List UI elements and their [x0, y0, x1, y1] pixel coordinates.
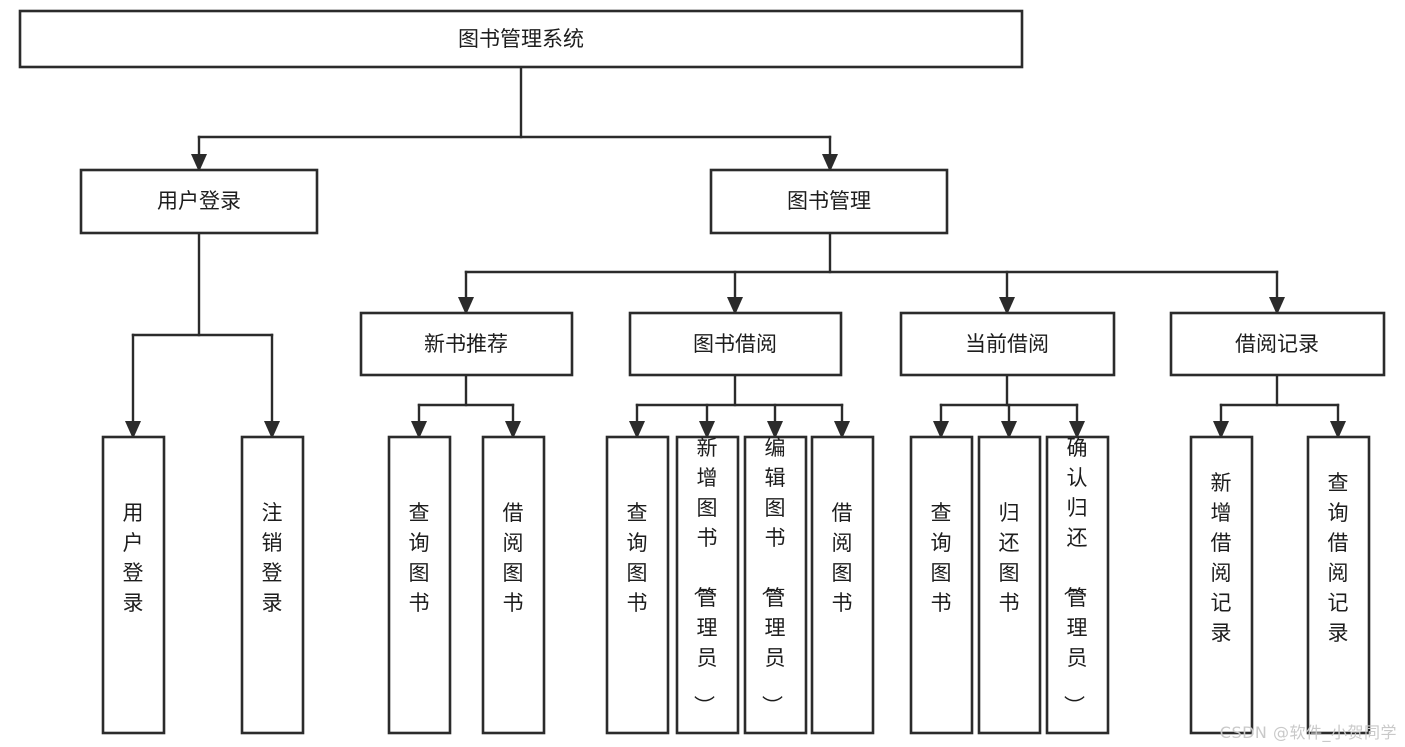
node-leaf-query-borrow-record[interactable]: 查询借阅记录 — [1306, 435, 1371, 735]
node-box — [359, 311, 574, 377]
node-label: 新增借阅记录 — [1211, 471, 1232, 645]
node-label: 编辑图书（管理员） — [760, 436, 786, 716]
node-label: 新书推荐 — [424, 332, 508, 356]
node-box — [387, 435, 452, 735]
node-box — [605, 435, 670, 735]
node-leaf-add-book-admin[interactable]: 新增图书（管理员） — [675, 435, 740, 735]
node-leaf-query-book-2[interactable]: 查询图书 — [605, 435, 670, 735]
node-box — [1045, 435, 1110, 735]
node-label: 当前借阅 — [965, 332, 1049, 356]
node-box — [101, 435, 166, 735]
node-label: 借阅图书 — [503, 501, 524, 615]
node-book-management[interactable]: 图书管理 — [709, 168, 949, 235]
node-leaf-query-book-1[interactable]: 查询图书 — [387, 435, 452, 735]
node-user-login[interactable]: 用户登录 — [79, 168, 319, 235]
node-new-book-recommend[interactable]: 新书推荐 — [359, 311, 574, 377]
node-box — [709, 168, 949, 235]
connector-layer — [125, 65, 1346, 439]
node-box — [1189, 435, 1254, 735]
node-label: 注销登录 — [262, 501, 283, 615]
node-box — [899, 311, 1116, 377]
node-label: 用户登录 — [123, 501, 144, 615]
node-root-book-management-system[interactable]: 图书管理系统 — [18, 9, 1024, 69]
node-box — [1169, 311, 1386, 377]
node-label: 图书借阅 — [693, 332, 777, 356]
node-leaf-user-login[interactable]: 用户登录 — [101, 435, 166, 735]
node-label: 图书管理系统 — [458, 27, 584, 51]
node-book-borrow[interactable]: 图书借阅 — [628, 311, 843, 377]
node-box — [743, 435, 808, 735]
node-label: 归还图书 — [999, 501, 1020, 615]
node-label: 查询图书 — [627, 501, 648, 615]
node-box — [810, 435, 875, 735]
node-box — [79, 168, 319, 235]
node-label: 查询图书 — [409, 501, 430, 615]
node-leaf-logout[interactable]: 注销登录 — [240, 435, 305, 735]
node-box — [909, 435, 974, 735]
node-label: 确认归还（管理员） — [1062, 436, 1088, 716]
node-box — [481, 435, 546, 735]
node-label: 借阅记录 — [1235, 332, 1319, 356]
node-leaf-query-book-3[interactable]: 查询图书 — [909, 435, 974, 735]
node-label: 新增图书（管理员） — [692, 436, 718, 716]
node-label: 借阅图书 — [832, 501, 853, 615]
node-leaf-edit-book-admin[interactable]: 编辑图书（管理员） — [743, 435, 808, 735]
node-label: 用户登录 — [157, 189, 241, 213]
node-current-borrow[interactable]: 当前借阅 — [899, 311, 1116, 377]
node-box — [675, 435, 740, 735]
node-leaf-borrow-book-2[interactable]: 借阅图书 — [810, 435, 875, 735]
node-label: 查询图书 — [931, 501, 952, 615]
node-leaf-confirm-return-admin[interactable]: 确认归还（管理员） — [1045, 435, 1110, 735]
node-leaf-add-borrow-record[interactable]: 新增借阅记录 — [1189, 435, 1254, 735]
node-box — [18, 9, 1024, 69]
node-box — [977, 435, 1042, 735]
node-leaf-return-book[interactable]: 归还图书 — [977, 435, 1042, 735]
node-label: 图书管理 — [787, 189, 871, 213]
node-box — [628, 311, 843, 377]
node-borrow-record[interactable]: 借阅记录 — [1169, 311, 1386, 377]
node-box — [1306, 435, 1371, 735]
node-leaf-borrow-book-1[interactable]: 借阅图书 — [481, 435, 546, 735]
node-box — [240, 435, 305, 735]
node-label: 查询借阅记录 — [1328, 471, 1349, 645]
